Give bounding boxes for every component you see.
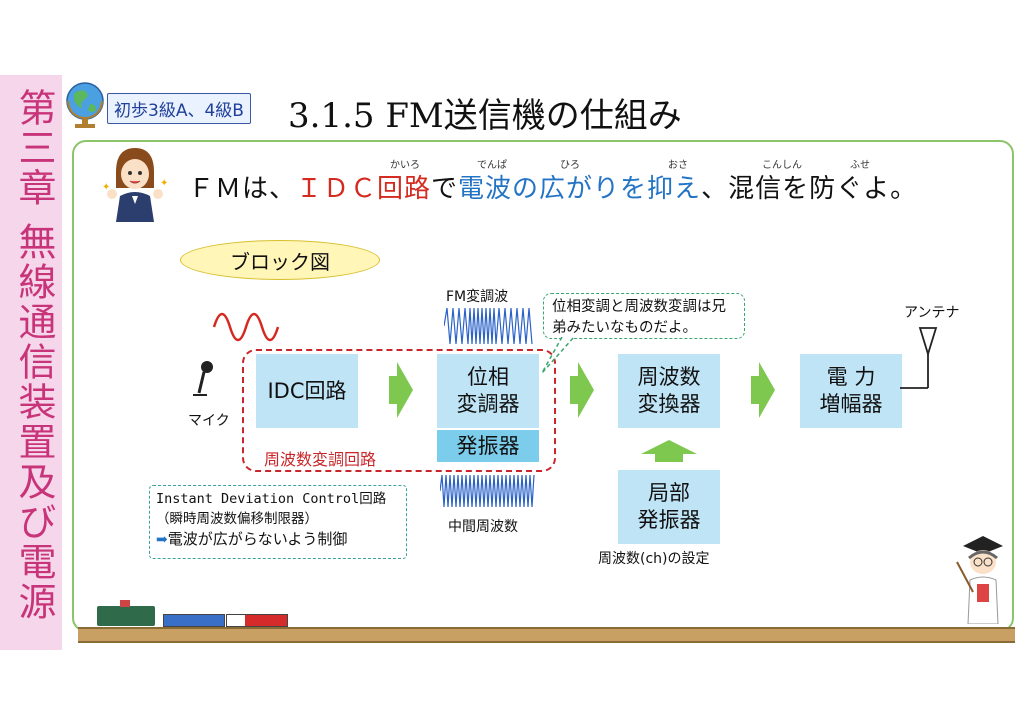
oscillator-block: 発振器 <box>437 430 539 462</box>
arrow-bullet-icon: ➡ <box>156 532 168 548</box>
phase-modulator-label: 位相 変調器 <box>456 365 520 416</box>
teacher-character-icon: ✦ ✦ <box>102 148 168 222</box>
lead-part-suppress: 電波の広がりを抑え <box>458 174 702 204</box>
callout-bubble: 位相変調と周波数変調は兄弟みたいなものだよ。 <box>543 293 745 339</box>
local-oscillator-label: 局部 発振器 <box>637 481 701 532</box>
callout-text: 位相変調と周波数変調は兄弟みたいなものだよ。 <box>552 299 726 336</box>
mic-label: マイク <box>188 413 230 429</box>
local-oscillator-block: 局部 発振器 <box>618 470 720 544</box>
block-diagram-label: ブロック図 <box>180 240 380 280</box>
idc-circuit-block: IDC回路 <box>256 354 358 428</box>
fm-wave-label: FM変調波 <box>446 289 509 305</box>
eraser-blue-icon <box>163 614 225 627</box>
frequency-converter-block: 周波数 変換器 <box>618 354 720 428</box>
chapter-band <box>0 75 62 650</box>
ruby-hiro: ひろ <box>560 160 580 171</box>
idc-label: IDC回路 <box>267 378 347 403</box>
book-clasp-icon <box>120 600 130 607</box>
lead-part-1: ＦＭは、 <box>188 174 297 204</box>
arrow-up-icon <box>641 440 697 462</box>
book-icon <box>97 606 155 626</box>
microphone-icon <box>193 361 213 396</box>
lead-part-3: で <box>431 174 459 204</box>
power-amplifier-block: 電 力 増幅器 <box>800 354 902 428</box>
fm-wave-icon <box>444 307 533 345</box>
power-amplifier-label: 電 力 増幅器 <box>819 365 883 416</box>
if-wave-icon <box>440 474 535 508</box>
frequency-converter-label: 周波数 変換器 <box>637 365 701 416</box>
oscillator-label: 発振器 <box>456 433 520 458</box>
antenna-icon <box>900 327 938 389</box>
audio-wave-icon <box>212 312 280 342</box>
ruby-fuse: ふせ <box>850 160 870 171</box>
idc-note-row3: ➡電波が広がらないよう制御 <box>156 529 400 550</box>
professor-character-icon <box>956 536 1003 624</box>
ruby-kairo: かいろ <box>390 160 420 171</box>
idc-note-box: Instant Deviation Control回路 （瞬時周波数偏移制限器）… <box>149 485 407 559</box>
arrow-right-icon <box>751 362 775 418</box>
arrow-right-icon <box>570 362 594 418</box>
channel-setting-label: 周波数(ch)の設定 <box>598 551 710 567</box>
phase-modulator-block: 位相 変調器 <box>437 354 539 428</box>
ruby-osa: おさ <box>668 160 688 171</box>
eraser-red-icon <box>226 614 288 627</box>
idc-note-line3: 電波が広がらないよう制御 <box>167 530 348 548</box>
lead-part-5: 、混信を防ぐよ。 <box>701 174 918 204</box>
if-label: 中間周波数 <box>448 519 518 535</box>
callout-tail <box>541 337 575 374</box>
modulation-circuit-label: 周波数変調回路 <box>262 446 379 470</box>
idc-note-line1: Instant Deviation Control回路 <box>156 491 387 507</box>
arrow-right-icon <box>389 362 413 418</box>
level-badge: 初歩3級A、4級B <box>107 93 251 124</box>
ruby-konshin: こんしん <box>762 160 802 171</box>
globe-icon <box>66 82 104 128</box>
svg-text:✦: ✦ <box>160 178 168 189</box>
chapter-label: 第三章 無線通信装置及び電源 <box>12 88 56 623</box>
antenna-label: アンテナ <box>904 305 960 321</box>
ruby-denpa: でんぱ <box>477 160 507 171</box>
modulation-circuit-group <box>242 349 556 472</box>
page-title: 3.1.5 FM送信機の仕組み <box>288 96 682 136</box>
board-ledge <box>78 627 1015 643</box>
lead-sentence: ＦＭは、ＩＤＣ回路で電波の広がりを抑え、混信を防ぐよ。 <box>188 168 917 205</box>
idc-note-line2: （瞬時周波数偏移制限器） <box>156 511 318 527</box>
svg-text:✦: ✦ <box>102 182 110 193</box>
lead-part-idc: ＩＤＣ回路 <box>296 174 432 204</box>
